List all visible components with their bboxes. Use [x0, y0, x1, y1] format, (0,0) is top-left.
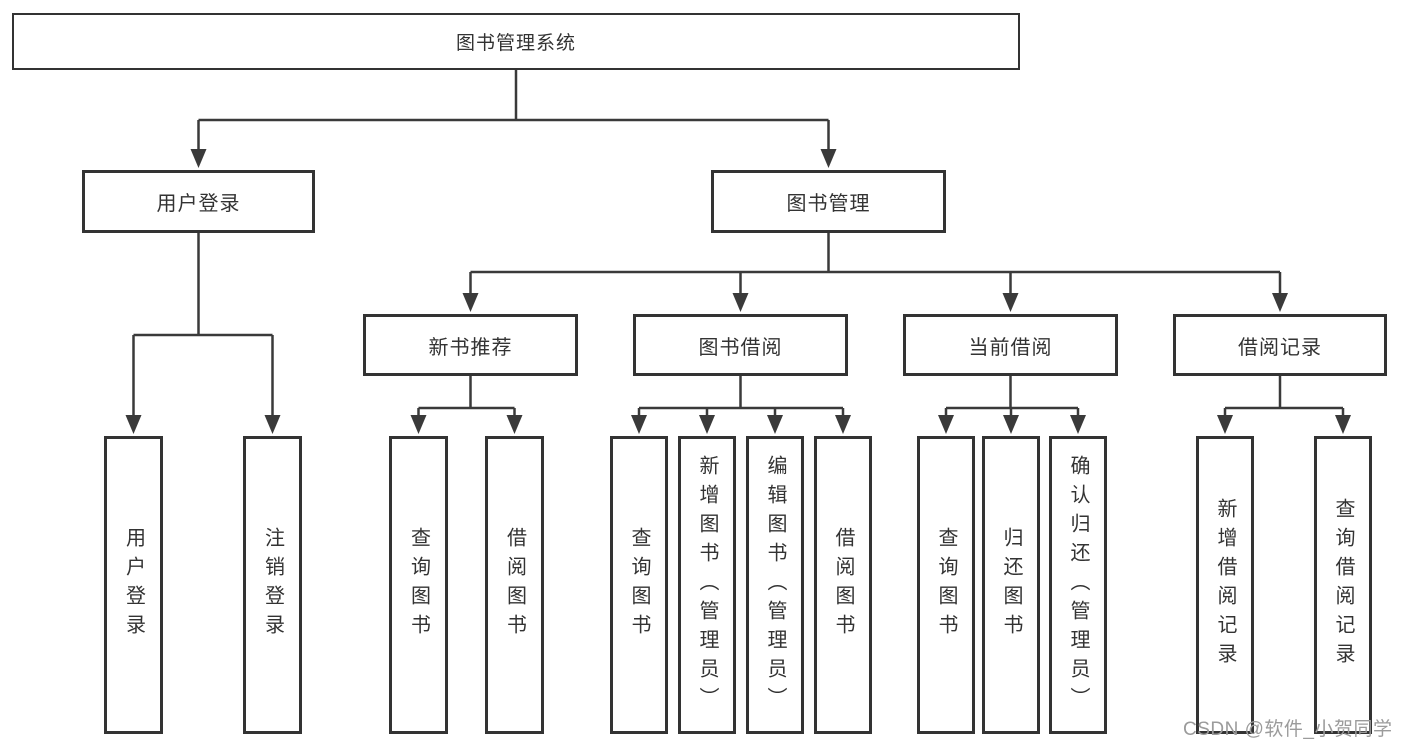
watermark-text: CSDN @软件_小贺同学: [1183, 719, 1393, 740]
arrowhead-icon: [1272, 293, 1288, 312]
node-label: 图书管理系统: [455, 33, 576, 54]
node-label: 用户登录: [122, 527, 145, 643]
node-bb-add: 新增图书（管理员）: [678, 436, 736, 734]
node-user-login: 用户登录: [82, 170, 315, 233]
arrowhead-icon: [938, 415, 954, 434]
node-new-book-rec: 新书推荐: [363, 314, 578, 376]
node-label: 图书借阅: [698, 336, 783, 359]
arrowhead-icon: [1002, 293, 1019, 312]
connector-path: [132, 233, 274, 418]
node-ul-logout: 注销登录: [243, 436, 302, 734]
node-root: 图书管理系统: [12, 13, 1020, 70]
arrowhead-icon: [631, 415, 647, 434]
arrowhead-icon: [835, 415, 851, 434]
node-cb-confirm: 确认归还（管理员）: [1049, 436, 1107, 734]
node-label: 用户登录: [156, 193, 241, 215]
arrowhead-icon: [264, 415, 281, 434]
node-label: 借阅图书: [503, 527, 526, 643]
node-label: 图书管理: [786, 193, 871, 215]
node-label: 查询图书: [628, 527, 650, 643]
node-label: 借阅图书: [832, 527, 854, 643]
node-label: 确认归还（管理员）: [1067, 454, 1089, 716]
node-label: 新书推荐: [428, 336, 513, 359]
connector-path: [944, 376, 1080, 418]
connector-path: [637, 376, 845, 418]
arrowhead-icon: [732, 293, 749, 312]
node-nb-borrow: 借阅图书: [485, 436, 544, 734]
node-label: 查询图书: [407, 527, 430, 643]
connector-path: [1223, 376, 1345, 418]
node-book-mgmt: 图书管理: [711, 170, 946, 233]
arrowhead-icon: [1335, 415, 1351, 434]
node-bb-query: 查询图书: [610, 436, 668, 734]
arrowhead-icon: [190, 149, 207, 168]
node-label: 查询图书: [935, 527, 957, 643]
node-label: 注销登录: [261, 527, 284, 643]
connector-path: [417, 376, 516, 418]
arrowhead-icon: [1070, 415, 1086, 434]
node-br-query: 查询借阅记录: [1314, 436, 1372, 734]
node-label: 查询借阅记录: [1332, 498, 1354, 672]
node-label: 新增借阅记录: [1214, 498, 1236, 672]
node-borrow-records: 借阅记录: [1173, 314, 1387, 376]
node-cb-query: 查询图书: [917, 436, 975, 734]
node-br-add: 新增借阅记录: [1196, 436, 1254, 734]
node-label: 借阅记录: [1238, 336, 1322, 359]
arrowhead-icon: [1003, 415, 1019, 434]
node-nb-query: 查询图书: [389, 436, 448, 734]
node-book-borrow: 图书借阅: [633, 314, 848, 376]
node-label: 新增图书（管理员）: [696, 454, 718, 716]
arrowhead-icon: [820, 149, 837, 168]
node-ul-login: 用户登录: [104, 436, 163, 734]
node-label: 编辑图书（管理员）: [764, 454, 786, 716]
arrowhead-icon: [462, 293, 479, 312]
arrowhead-icon: [410, 415, 427, 434]
node-bb-borrow: 借阅图书: [814, 436, 872, 734]
node-bb-edit: 编辑图书（管理员）: [746, 436, 804, 734]
connector-path: [469, 233, 1282, 296]
arrowhead-icon: [699, 415, 715, 434]
arrowhead-icon: [1217, 415, 1233, 434]
arrowhead-icon: [767, 415, 783, 434]
node-current-borrow: 当前借阅: [903, 314, 1118, 376]
arrowhead-icon: [125, 415, 142, 434]
node-label: 当前借阅: [968, 336, 1053, 359]
node-label: 归还图书: [1000, 527, 1022, 643]
arrowhead-icon: [506, 415, 523, 434]
connector-path: [197, 70, 830, 152]
node-cb-return: 归还图书: [982, 436, 1040, 734]
